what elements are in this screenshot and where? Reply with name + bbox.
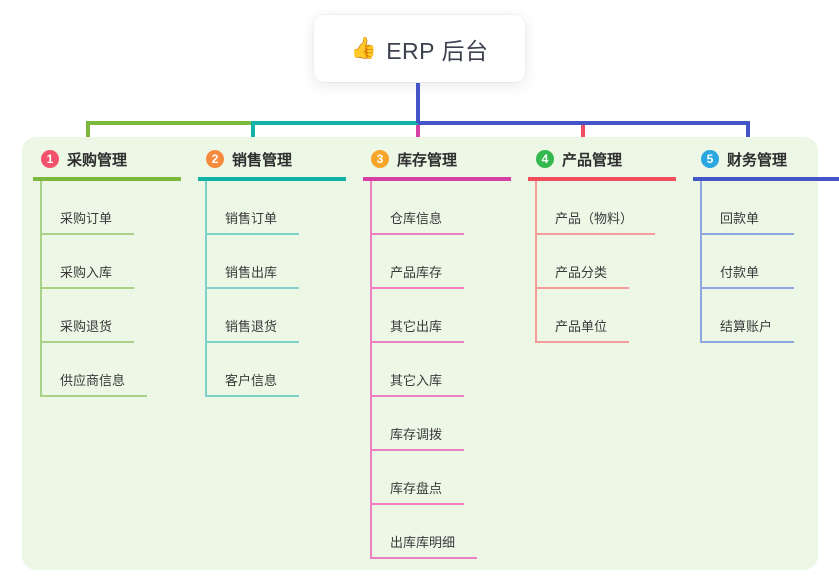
child-node[interactable]: 产品库存 bbox=[372, 235, 465, 289]
root-node-label: ERP 后台 bbox=[386, 37, 489, 64]
child-node[interactable]: 销售订单 bbox=[207, 181, 300, 235]
child-node[interactable]: 结算账户 bbox=[702, 289, 795, 343]
child-node-label: 产品库存 bbox=[390, 265, 443, 280]
child-node[interactable]: 出库库明细 bbox=[372, 505, 478, 559]
branch-node-label: 销售管理 bbox=[232, 151, 293, 169]
child-node[interactable]: 回款单 bbox=[702, 181, 794, 235]
child-node[interactable]: 采购退货 bbox=[42, 289, 135, 343]
branch-node-label: 库存管理 bbox=[397, 151, 458, 169]
child-node-label: 产品（物料） bbox=[555, 211, 634, 226]
child-node-label: 仓库信息 bbox=[390, 211, 443, 226]
child-node[interactable]: 采购订单 bbox=[42, 181, 135, 235]
child-node-label: 供应商信息 bbox=[60, 373, 126, 388]
child-node[interactable]: 产品（物料） bbox=[537, 181, 656, 235]
child-node[interactable]: 产品分类 bbox=[537, 235, 630, 289]
branch-column: 1 采购管理 采购订单 采购入库 采购退货 供应商信息 bbox=[33, 141, 181, 397]
child-node[interactable]: 仓库信息 bbox=[372, 181, 465, 235]
child-node-label: 其它入库 bbox=[390, 373, 443, 388]
child-node-label: 采购订单 bbox=[60, 211, 113, 226]
child-node-label: 产品单位 bbox=[555, 319, 608, 334]
child-node-label: 采购入库 bbox=[60, 265, 113, 280]
child-node-label: 回款单 bbox=[720, 211, 760, 226]
branch-number-badge: 4 bbox=[536, 150, 554, 168]
child-node-label: 产品分类 bbox=[555, 265, 608, 280]
branch-number-badge: 1 bbox=[41, 150, 59, 168]
branch-node-label: 采购管理 bbox=[67, 151, 128, 169]
branch-node[interactable]: 2 销售管理 bbox=[198, 141, 346, 181]
branch-number-badge: 5 bbox=[701, 150, 719, 168]
child-node[interactable]: 付款单 bbox=[702, 235, 794, 289]
child-node[interactable]: 销售出库 bbox=[207, 235, 300, 289]
branch-node[interactable]: 1 采购管理 bbox=[33, 141, 181, 181]
child-node[interactable]: 其它入库 bbox=[372, 343, 465, 397]
root-node[interactable]: 👍 ERP 后台 bbox=[314, 15, 525, 82]
branch-children-group: 销售订单 销售出库 销售退货 客户信息 bbox=[205, 181, 300, 397]
branch-column: 5 财务管理 回款单 付款单 结算账户 bbox=[693, 141, 839, 343]
branch-node[interactable]: 4 产品管理 bbox=[528, 141, 676, 181]
child-node[interactable]: 库存调拨 bbox=[372, 397, 465, 451]
child-node-label: 结算账户 bbox=[720, 319, 773, 334]
branch-number-badge: 3 bbox=[371, 150, 389, 168]
child-node[interactable]: 采购入库 bbox=[42, 235, 135, 289]
branch-node-label: 财务管理 bbox=[727, 151, 788, 169]
child-node[interactable]: 供应商信息 bbox=[42, 343, 148, 397]
branch-column: 2 销售管理 销售订单 销售出库 销售退货 客户信息 bbox=[198, 141, 346, 397]
branch-children-group: 采购订单 采购入库 采购退货 供应商信息 bbox=[40, 181, 148, 397]
child-node[interactable]: 库存盘点 bbox=[372, 451, 465, 505]
branch-column: 4 产品管理 产品（物料） 产品分类 产品单位 bbox=[528, 141, 676, 343]
branch-node[interactable]: 3 库存管理 bbox=[363, 141, 511, 181]
branch-node-label: 产品管理 bbox=[562, 151, 623, 169]
child-node-label: 采购退货 bbox=[60, 319, 113, 334]
child-node-label: 其它出库 bbox=[390, 319, 443, 334]
branch-node[interactable]: 5 财务管理 bbox=[693, 141, 839, 181]
mindmap-board: 1 采购管理 采购订单 采购入库 采购退货 供应商信息 2 销售管理 销售订单 … bbox=[22, 137, 839, 570]
branch-children-group: 仓库信息 产品库存 其它出库 其它入库 库存调拨 库存盘点 出库库明细 bbox=[370, 181, 478, 559]
branch-column: 3 库存管理 仓库信息 产品库存 其它出库 其它入库 库存调拨 库存盘点 出库库… bbox=[363, 141, 511, 559]
branch-children-group: 产品（物料） 产品分类 产品单位 bbox=[535, 181, 656, 343]
child-node[interactable]: 其它出库 bbox=[372, 289, 465, 343]
child-node-label: 库存盘点 bbox=[390, 481, 443, 496]
child-node-label: 销售订单 bbox=[225, 211, 278, 226]
child-node-label: 客户信息 bbox=[225, 373, 278, 388]
child-node-label: 出库库明细 bbox=[390, 535, 456, 550]
child-node[interactable]: 产品单位 bbox=[537, 289, 630, 343]
child-node-label: 付款单 bbox=[720, 265, 760, 280]
child-node[interactable]: 客户信息 bbox=[207, 343, 300, 397]
child-node-label: 库存调拨 bbox=[390, 427, 443, 442]
child-node-label: 销售退货 bbox=[225, 319, 278, 334]
child-node[interactable]: 销售退货 bbox=[207, 289, 300, 343]
child-node-label: 销售出库 bbox=[225, 265, 278, 280]
thumbs-up-icon: 👍 bbox=[350, 37, 378, 60]
branch-children-group: 回款单 付款单 结算账户 bbox=[700, 181, 795, 343]
branch-number-badge: 2 bbox=[206, 150, 224, 168]
